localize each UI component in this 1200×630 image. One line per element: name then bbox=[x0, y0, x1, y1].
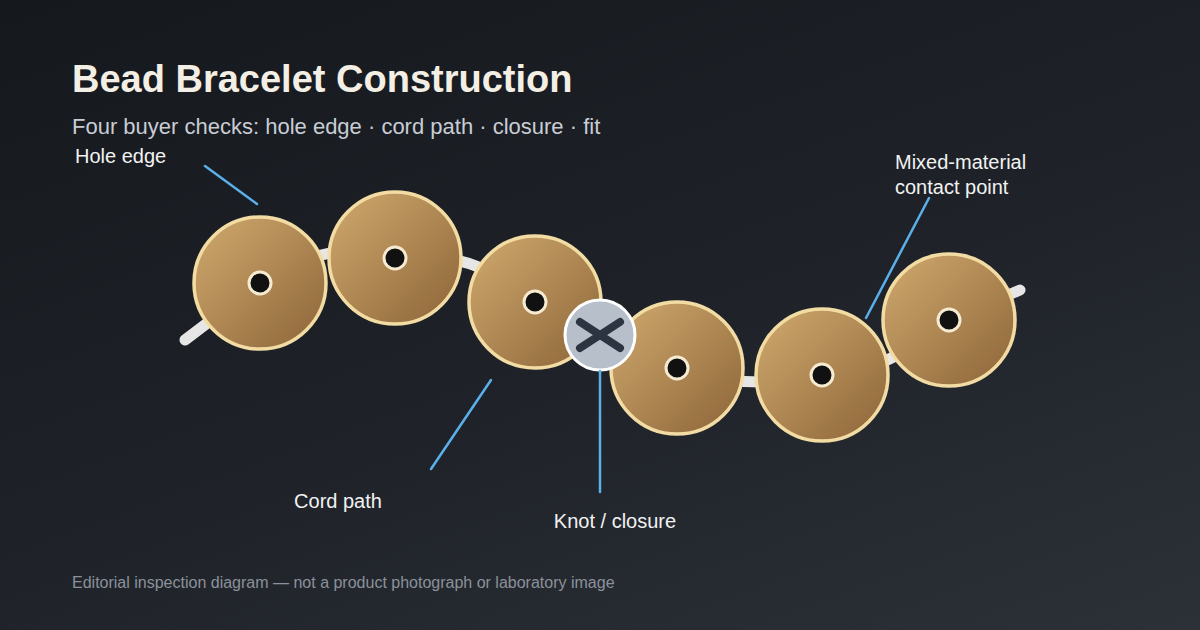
callout-label: Mixed-material contact point bbox=[895, 150, 1060, 200]
bead-hole bbox=[811, 364, 833, 386]
bead-hole bbox=[384, 247, 406, 269]
bead-holes bbox=[249, 247, 960, 386]
callout-label: Knot / closure bbox=[530, 509, 700, 534]
knot-symbol bbox=[565, 300, 635, 370]
bead bbox=[329, 192, 461, 324]
bead-hole bbox=[666, 357, 688, 379]
leader-line bbox=[431, 380, 491, 469]
bead bbox=[883, 254, 1015, 386]
leader-lines bbox=[205, 166, 929, 492]
bead-hole bbox=[249, 272, 271, 294]
bead-hole bbox=[938, 309, 960, 331]
diagram-title: Bead Bracelet Construction bbox=[72, 56, 572, 104]
callout-label: Hole edge bbox=[75, 144, 166, 169]
leader-line bbox=[866, 198, 929, 318]
knot-circle bbox=[565, 300, 635, 370]
bead-hole bbox=[524, 291, 546, 313]
bead bbox=[194, 217, 326, 349]
leader-line bbox=[599, 371, 602, 492]
subtitle: Four buyer checks: hole edge · cord path… bbox=[72, 113, 600, 141]
knot-cross bbox=[580, 322, 620, 348]
callout-label: Cord path bbox=[268, 489, 408, 514]
footer-caption: Editorial inspection diagram — not a pro… bbox=[72, 573, 615, 593]
leader-line bbox=[205, 166, 257, 204]
beads bbox=[194, 192, 1015, 441]
bead bbox=[756, 309, 888, 441]
